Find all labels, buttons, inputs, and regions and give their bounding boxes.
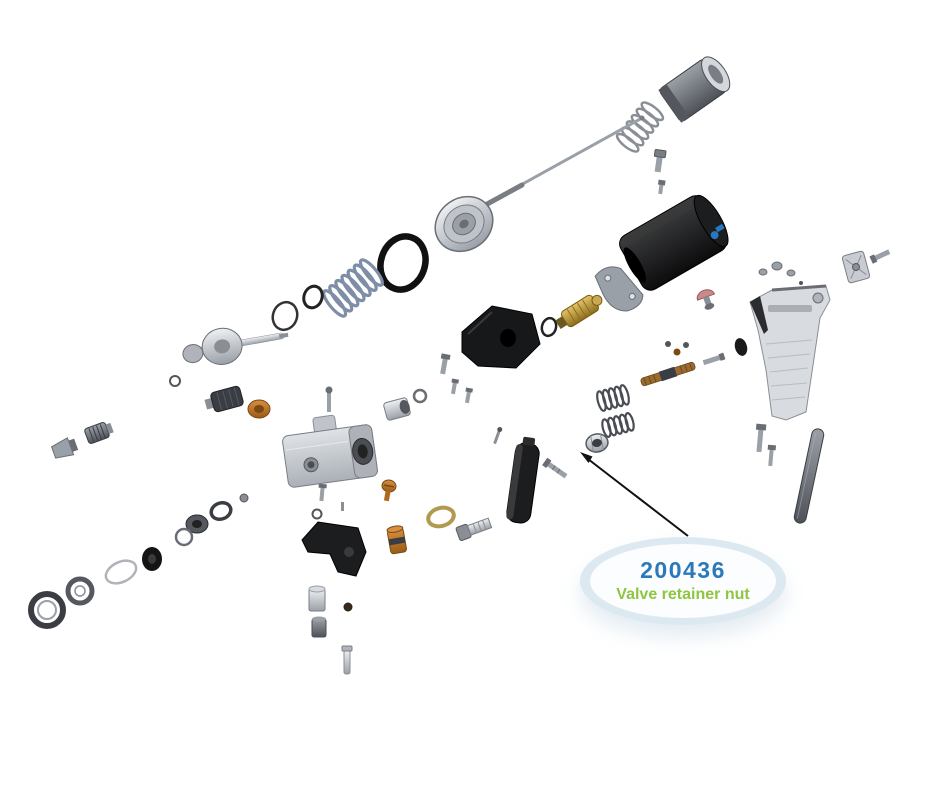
seal-part bbox=[343, 602, 353, 612]
bearing-ring-part bbox=[65, 576, 95, 606]
o-ring-medium-part bbox=[271, 300, 299, 332]
grommet-part bbox=[734, 338, 748, 356]
pin-part bbox=[325, 386, 333, 412]
handle-tube-part bbox=[793, 428, 825, 524]
motor-cylinder-part bbox=[619, 194, 729, 291]
washer-part bbox=[169, 375, 181, 387]
screw-part bbox=[702, 352, 726, 366]
exhaust-plate-part bbox=[841, 250, 871, 284]
handle-bolt-part bbox=[755, 423, 767, 453]
rubber-disc-part bbox=[142, 547, 162, 571]
bottom-pin-part bbox=[341, 645, 353, 675]
hex-nut-part bbox=[185, 514, 209, 534]
valve-bushing-part bbox=[311, 616, 327, 638]
brass-valve-part bbox=[555, 294, 603, 330]
o-ring-small-part bbox=[302, 284, 324, 310]
part-callout: 200436 Valve retainer nut bbox=[580, 537, 786, 625]
rocker-housing-part bbox=[461, 305, 541, 369]
small-washers-part bbox=[758, 261, 803, 285]
washer-part bbox=[311, 508, 323, 520]
tiny-bushing-part bbox=[239, 493, 249, 503]
hex-bolt-part bbox=[455, 517, 493, 541]
air-inlet-fitting-part bbox=[50, 437, 79, 459]
detent-balls-part bbox=[665, 341, 689, 356]
piston-cap-part bbox=[434, 195, 494, 253]
crankshaft-part bbox=[182, 327, 289, 365]
handle-bolt-part bbox=[767, 444, 777, 467]
pin-part bbox=[493, 426, 503, 445]
pin-part bbox=[341, 502, 344, 511]
threaded-rod-part bbox=[640, 361, 696, 387]
large-bearing-part bbox=[28, 591, 66, 629]
large-o-ring-part bbox=[377, 233, 429, 293]
retaining-ring-part bbox=[412, 388, 428, 404]
main-spring-part bbox=[322, 258, 384, 318]
chuck-sleeve-part bbox=[658, 56, 731, 123]
valve-spring-part bbox=[615, 101, 665, 153]
valve-body-part bbox=[282, 414, 378, 488]
valve-sleeve-part bbox=[383, 397, 411, 421]
brass-ring-part bbox=[426, 505, 456, 529]
washer-part bbox=[174, 527, 194, 547]
threaded-plug-part bbox=[84, 422, 114, 444]
handle-grip-part bbox=[749, 284, 831, 421]
part-name-label: Valve retainer nut bbox=[616, 586, 750, 604]
bronze-gear-part bbox=[247, 399, 271, 419]
snap-ring-part bbox=[209, 500, 233, 522]
clamp-bracket-part bbox=[301, 521, 367, 577]
valve-retainer-nut-part bbox=[585, 433, 609, 453]
orange-fitting-part bbox=[386, 525, 407, 555]
small-screw-part bbox=[464, 387, 474, 404]
orange-screw-part bbox=[381, 479, 397, 502]
small-screw-part bbox=[450, 378, 460, 395]
gasket-part bbox=[594, 266, 644, 312]
screw-part bbox=[657, 179, 666, 195]
thin-ring-part bbox=[104, 559, 138, 585]
small-screw-part bbox=[318, 483, 327, 502]
piston-rod-part bbox=[470, 115, 645, 214]
o-ring-part bbox=[540, 316, 558, 338]
screw-part bbox=[653, 148, 667, 173]
screw-part bbox=[869, 249, 891, 264]
trigger-lever-part bbox=[506, 436, 540, 524]
trigger-screw-part bbox=[542, 457, 568, 479]
bearing-nut-part bbox=[204, 385, 244, 413]
valve-piston-part bbox=[308, 585, 326, 612]
small-screw-part bbox=[440, 353, 451, 375]
valve-spring-small-part bbox=[596, 384, 630, 412]
button-knob-part bbox=[696, 289, 716, 310]
part-number: 200436 bbox=[640, 557, 726, 584]
callout-arrow bbox=[580, 452, 689, 537]
valve-spring-small-part bbox=[601, 412, 635, 438]
